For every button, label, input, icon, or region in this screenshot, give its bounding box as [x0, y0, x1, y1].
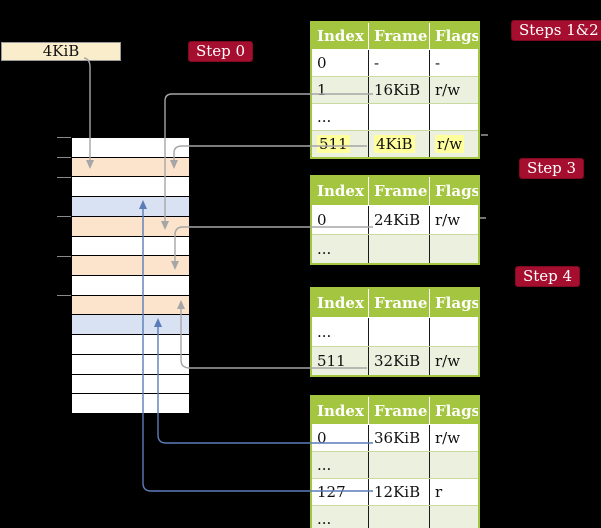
table-cell: ... — [312, 235, 369, 263]
memory-frame-row-2 — [72, 177, 189, 198]
table-cell — [430, 452, 478, 478]
table-cell: 4KiB — [369, 131, 430, 157]
table-cell — [369, 235, 430, 263]
memory-frame-row-11 — [72, 354, 189, 375]
table-row: ... — [312, 505, 478, 528]
table-header-cell: Flags — [435, 401, 478, 420]
table-cell: r — [435, 483, 443, 501]
table-cell: 0 — [312, 425, 369, 451]
table-cell: 511 — [312, 347, 369, 375]
memory-tick — [57, 177, 71, 178]
memory-frame-row-10 — [72, 335, 189, 355]
memory-frame-row-4 — [72, 216, 189, 237]
table-row: ... — [312, 103, 478, 130]
table-row: ... — [312, 234, 478, 263]
memory-frame-row-8 — [72, 295, 189, 316]
table-cell: 36KiB — [369, 425, 430, 451]
table-cell: 24KiB — [369, 206, 430, 234]
table-header-cell: Flags — [435, 27, 478, 45]
memory-tick — [57, 295, 71, 296]
memory-frame-row-3 — [72, 197, 189, 217]
memory-frame-row-12 — [72, 374, 189, 395]
table-row: ... — [312, 318, 478, 346]
table-cell: r/w — [430, 131, 478, 157]
step-0-badge: Step 0 — [188, 41, 254, 62]
memory-tick — [57, 216, 71, 217]
memory-frame-row-5 — [72, 236, 189, 257]
table-header-cell: Index — [312, 289, 369, 317]
step-4-badge: Step 4 — [515, 266, 581, 287]
table-cell: 0 — [312, 50, 369, 76]
table-cell: ... — [312, 506, 369, 528]
table-header-cell: Index — [312, 177, 369, 205]
physical-memory-column — [71, 137, 190, 414]
table-header-cell: Index — [312, 23, 369, 49]
table-row: ... — [312, 451, 478, 478]
table-cell — [369, 318, 430, 346]
memory-frame-row-9 — [72, 315, 189, 336]
table-cell: r/w — [435, 429, 461, 447]
table-header-cell: Frame — [369, 23, 430, 49]
steps-1-2-badge: Steps 1&2 — [511, 20, 601, 41]
memory-tick — [57, 157, 71, 158]
memory-frame-row-7 — [72, 276, 189, 296]
table-cell: ... — [312, 452, 369, 478]
table-cell — [430, 506, 478, 528]
highlighted-value: r/w — [435, 135, 465, 153]
table-cell — [430, 318, 478, 346]
table-cell: ... — [312, 318, 369, 346]
table-cell: 127 — [312, 479, 369, 505]
table-header-cell: Flags — [435, 294, 478, 312]
table-cell: 511 — [312, 131, 369, 157]
table-cell: r/w — [435, 211, 461, 229]
step-3-badge: Step 3 — [519, 158, 585, 179]
memory-frame-row-13 — [72, 394, 189, 414]
table-cell: 32KiB — [369, 347, 430, 375]
memory-frame-row-0 — [72, 138, 189, 158]
frame-size-box: 4KiB — [1, 42, 121, 61]
table-cell — [369, 506, 430, 528]
table-cell: 16KiB — [369, 77, 430, 103]
memory-frame-row-1 — [72, 157, 189, 178]
table-cell: 12KiB — [369, 479, 430, 505]
table-cell: - — [369, 50, 430, 76]
memory-tick — [57, 137, 71, 138]
table-cell — [369, 452, 430, 478]
table-cell: r/w — [435, 81, 461, 99]
table-cell: 0 — [312, 206, 369, 234]
table-cell — [430, 235, 478, 263]
memory-frame-row-6 — [72, 256, 189, 277]
table-header-cell: Frame — [369, 397, 430, 424]
table-row: 511 4KiB r/w — [312, 130, 478, 157]
table-cell — [369, 104, 430, 130]
table-header-cell: Frame — [369, 177, 430, 205]
table-header-cell: Frame — [369, 289, 430, 317]
table-header-cell: Index — [312, 397, 369, 424]
table-cell: - — [435, 54, 441, 72]
memory-tick — [57, 256, 71, 257]
highlighted-value: 4KiB — [374, 135, 415, 153]
table-cell: 1 — [312, 77, 369, 103]
table-cell: r/w — [435, 352, 461, 370]
table-header-cell: Flags — [435, 182, 478, 200]
table-cell: ... — [312, 104, 369, 130]
table-row: 0-- — [312, 50, 478, 76]
table-cell — [430, 104, 478, 130]
highlighted-value: 511 — [317, 135, 350, 153]
